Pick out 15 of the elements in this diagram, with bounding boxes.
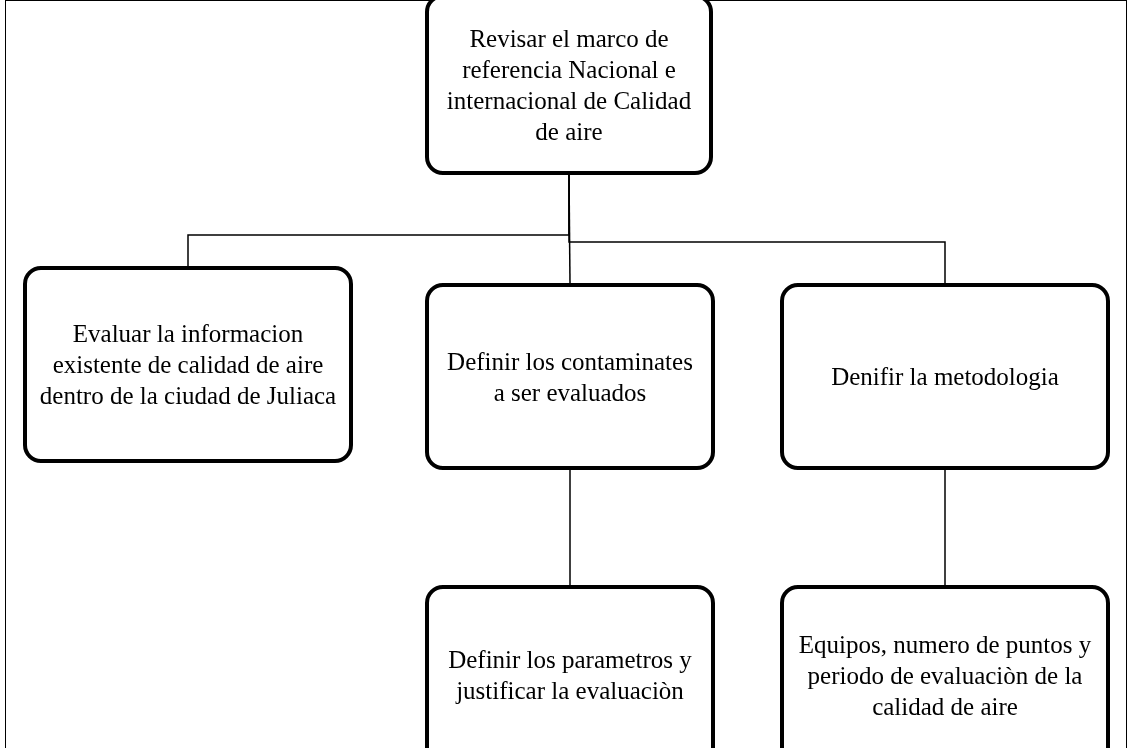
connector-line (568, 174, 946, 284)
box-text: Definir los contaminates a ser evaluados (446, 346, 694, 408)
process-box (780, 585, 1110, 748)
box-text: Revisar el marco de referencia Nacional e internacional de Calidad de aire (445, 23, 693, 147)
process-box (425, 585, 715, 748)
process-box (425, 283, 715, 470)
process-box (780, 283, 1110, 470)
box-text: Definir los parametros y justificar la evaluaciòn (447, 645, 693, 706)
box-text: Evaluar la informacion existente de calidad de aire dentro de la ciudad de Juliaca (39, 319, 337, 411)
process-box (425, 0, 713, 175)
connector-line (569, 469, 571, 586)
box-text: Denifir la metodologia (831, 362, 1059, 392)
box-text: Equipos, numero de puntos y periodo de evaluaciòn de la calidad de aire (797, 629, 1093, 722)
process-box (23, 266, 353, 463)
connector-line (944, 469, 946, 586)
